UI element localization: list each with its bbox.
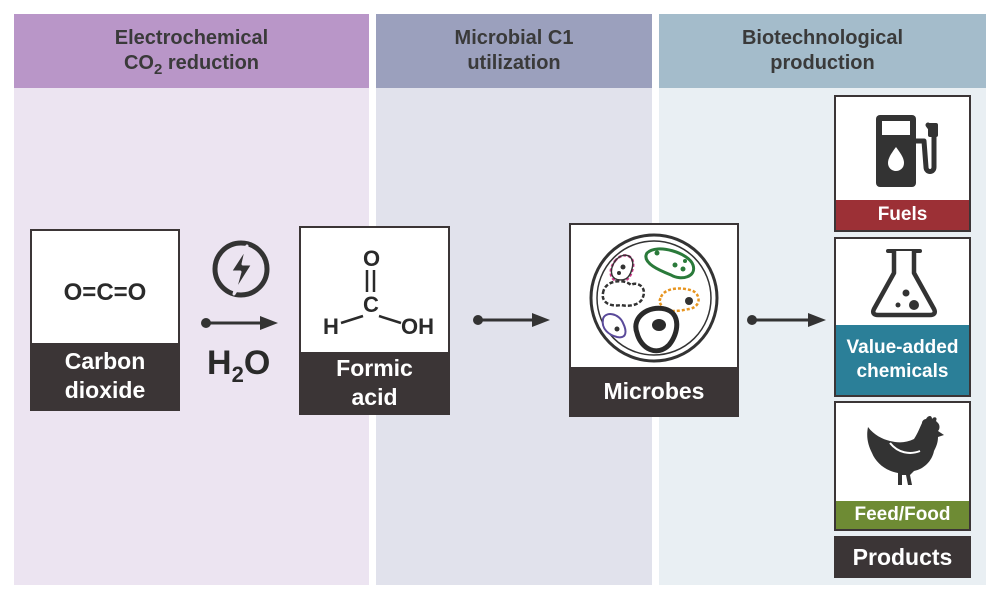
carbon-dioxide-label: Carbon dioxide	[32, 343, 178, 409]
chicken-icon	[867, 416, 944, 485]
carbon-dioxide-label-line1: Carbon	[64, 348, 146, 374]
panel-microbial-header: Microbial C1 utilization	[376, 14, 652, 88]
feed-food-label: Feed/Food	[836, 501, 969, 529]
microbes-card: Microbes	[569, 223, 739, 417]
flask-icon	[870, 249, 938, 318]
h2o-o: O	[243, 344, 271, 382]
products-footer-text: Products	[852, 543, 953, 570]
arrow-formic-to-microbes	[473, 313, 550, 327]
fuels-label-text: Fuels	[877, 204, 928, 225]
panel-electrochemical-title-line2: CO2 reduction	[123, 51, 259, 78]
products-footer: Products	[834, 536, 971, 578]
formic-oh-group: OH	[401, 314, 434, 339]
formic-acid-label-line2: acid	[351, 383, 398, 410]
chemicals-label: Value-added chemicals	[836, 325, 969, 395]
formic-c-atom: C	[363, 292, 379, 317]
panel-electrochemical-title-line1: Electrochemical	[114, 26, 269, 49]
fuels-card: Fuels	[834, 95, 971, 232]
reduction-text: reduction	[162, 51, 259, 74]
co2-formula: O=C=O	[63, 279, 147, 306]
lightning-icon	[212, 240, 270, 298]
h2o-h: H	[207, 344, 232, 382]
co2-subscript: 2	[153, 60, 163, 78]
formic-acid-label: Formic acid	[301, 352, 448, 413]
feed-food-card: Feed/Food	[834, 401, 971, 531]
panel-biotech-header: Biotechnological production	[659, 14, 986, 88]
fuels-label: Fuels	[836, 200, 969, 230]
panel-biotech-title-line2: production	[770, 52, 875, 74]
formic-h-atom: H	[323, 314, 339, 339]
formic-o-atom: O	[363, 246, 381, 271]
carbon-dioxide-label-line2: dioxide	[64, 377, 146, 403]
arrow-microbes-to-products	[747, 313, 826, 327]
panel-electrochemical-header: Electrochemical CO2 reduction	[14, 14, 369, 88]
co2-text: CO	[123, 51, 154, 74]
microbes-label-text: Microbes	[603, 377, 705, 404]
microbes-label: Microbes	[571, 367, 737, 415]
panel-microbial-title-line2: utilization	[467, 52, 561, 74]
h2o-reagent: H2O	[207, 344, 271, 387]
chemicals-card: Value-added chemicals	[834, 237, 971, 397]
formic-acid-card: O C H OH Formic acid	[299, 226, 450, 415]
formic-bonds	[340, 270, 402, 325]
panel-biotech-title-line1: Biotechnological	[741, 27, 904, 49]
panel-microbial-title-line1: Microbial C1	[454, 27, 574, 49]
chemicals-label-line2: chemicals	[856, 361, 949, 382]
carbon-dioxide-card: O=C=O Carbon dioxide	[30, 229, 180, 411]
arrow-co2-to-formic	[201, 316, 278, 330]
feed-food-label-text: Feed/Food	[854, 504, 951, 525]
formic-acid-label-line1: Formic	[336, 354, 413, 381]
h2o-subscript: 2	[231, 362, 244, 387]
fuel-pump-icon	[876, 115, 938, 187]
petri-dish-icon	[589, 233, 719, 363]
chemicals-label-line1: Value-added	[846, 337, 959, 358]
